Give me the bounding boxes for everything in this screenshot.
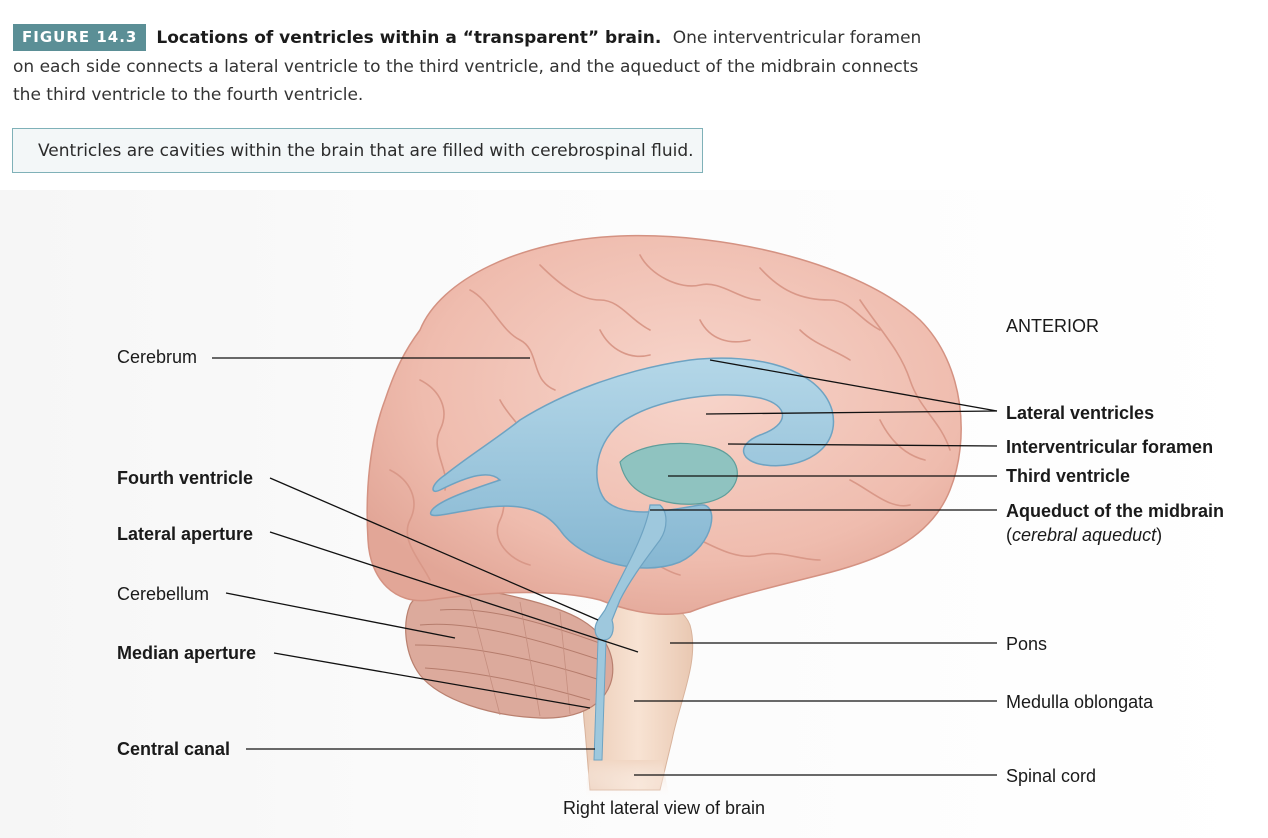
figure-caption: FIGURE 14.3 Locations of ventricles withi… [13, 24, 933, 110]
figure-title: Locations of ventricles within a “transp… [156, 28, 662, 48]
central-canal-shape [593, 639, 607, 761]
label-fourth-ventricle: Fourth ventricle [117, 468, 253, 488]
leader-lines [212, 357, 998, 776]
label-median-aperture: Median aperture [117, 643, 256, 663]
label-medulla-oblongata: Medulla oblongata [1006, 692, 1154, 712]
label-third-ventricle: Third ventricle [1006, 466, 1130, 486]
diagram-labels: ANTERIOR Cerebrum Fourth ventricle Later… [117, 316, 1224, 818]
label-lateral-ventricles: Lateral ventricles [1006, 403, 1154, 423]
orientation-label: ANTERIOR [1006, 316, 1099, 336]
label-cerebellum: Cerebellum [117, 584, 209, 604]
label-central-canal: Central canal [117, 739, 230, 759]
label-interventricular-foramen: Interventricular foramen [1006, 437, 1213, 457]
label-aqueduct-of-midbrain: Aqueduct of the midbrain [1006, 501, 1224, 521]
label-pons: Pons [1006, 634, 1047, 654]
key-concept-note: Ventricles are cavities within the brain… [12, 128, 703, 173]
ventricle-system [429, 357, 835, 761]
label-lateral-aperture: Lateral aperture [117, 524, 253, 544]
third-ventricle-shape [619, 442, 738, 505]
figure-number-badge: FIGURE 14.3 [13, 24, 147, 51]
view-caption: Right lateral view of brain [563, 798, 765, 818]
label-cerebrum: Cerebrum [117, 347, 197, 367]
lateral-ventricle-shape [429, 357, 835, 569]
cerebellum-shape [405, 588, 614, 719]
label-cerebral-aqueduct: (cerebral aqueduct) [1006, 525, 1162, 545]
figure-caption-text: One interventricular foramen on each sid… [13, 28, 922, 105]
label-spinal-cord: Spinal cord [1006, 766, 1096, 786]
